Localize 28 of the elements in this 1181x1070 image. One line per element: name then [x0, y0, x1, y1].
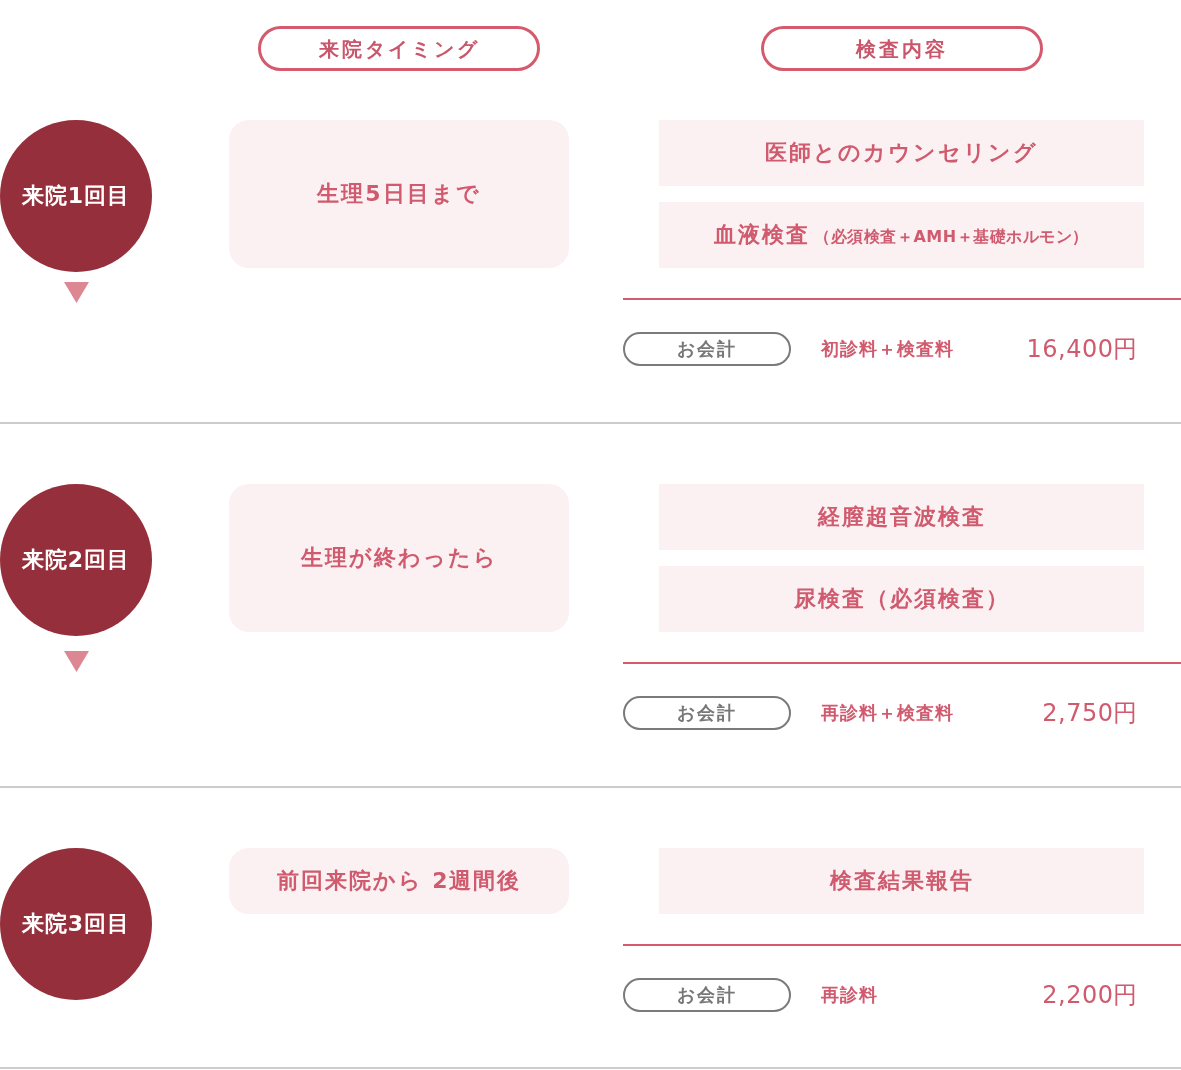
price-amount: 16,400円: [1026, 334, 1138, 364]
fee-description: 再診料: [821, 984, 878, 1006]
fee-description: 初診料＋検査料: [821, 338, 954, 360]
payment-text: お会計: [677, 338, 737, 360]
payment-tag: [623, 978, 791, 1012]
exam-note: （必須検査＋AMH＋基礎ホルモン）: [814, 226, 1089, 246]
visit-label: 来院2回目: [21, 546, 131, 574]
visit-label: 来院3回目: [21, 910, 131, 938]
exam-text: 血液検査: [714, 221, 811, 249]
payment-text: お会計: [677, 702, 737, 724]
price-amount: 2,200円: [1042, 980, 1138, 1010]
fee-description: 再診料＋検査料: [821, 702, 954, 724]
exam-text: 検査結果報告: [829, 867, 974, 895]
exam-text: 経膣超音波検査: [817, 503, 986, 531]
header-text: 来院タイミング: [318, 36, 480, 61]
payment-text: お会計: [677, 984, 737, 1006]
exam-text: 尿検査（必須検査）: [793, 585, 1010, 613]
header-pill: [258, 26, 540, 71]
payment-tag: [623, 696, 791, 730]
visit-label: 来院1回目: [21, 182, 131, 210]
payment-tag: [623, 332, 791, 366]
timing-text: 生理5日目まで: [317, 180, 481, 208]
header-text: 検査内容: [856, 36, 948, 61]
price-amount: 2,750円: [1042, 698, 1138, 728]
timing-text: 生理が終わったら: [300, 544, 498, 572]
header-pill: [761, 26, 1043, 71]
timing-text: 前回来院から 2週間後: [276, 867, 522, 895]
exam-text: 医師とのカウンセリング: [765, 139, 1038, 167]
